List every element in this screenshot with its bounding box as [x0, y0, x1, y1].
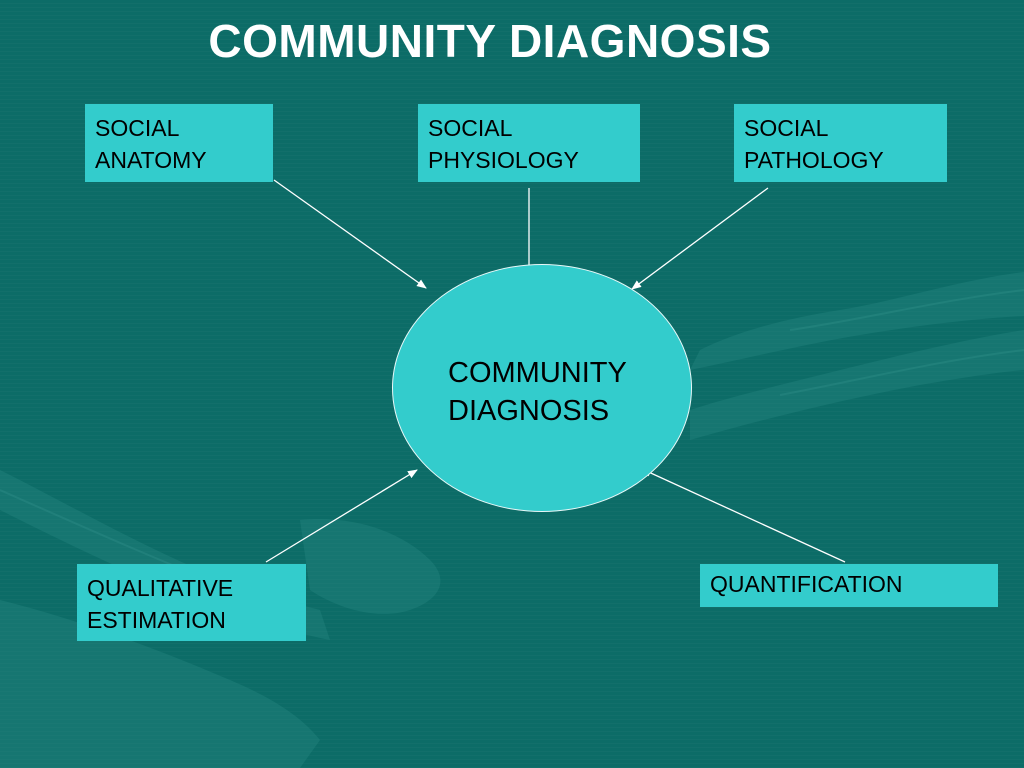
- qualitative-estimation-box: QUALITATIVE ESTIMATION: [77, 564, 306, 641]
- arrow-quantification-to-center: [641, 468, 846, 563]
- community-diagnosis-ellipse: [392, 264, 692, 512]
- community-diagnosis-label: COMMUNITY DIAGNOSIS: [448, 357, 627, 427]
- social-pathology-box: SOCIAL PATHOLOGY: [734, 104, 947, 182]
- arrow-anatomy-to-center: [273, 179, 427, 289]
- social-anatomy-box: SOCIAL ANATOMY: [85, 104, 273, 182]
- page-title: COMMUNITY DIAGNOSIS: [208, 15, 772, 67]
- arrow-pathology-to-center: [631, 187, 769, 290]
- social-physiology-box: SOCIAL PHYSIOLOGY: [418, 104, 640, 182]
- quantification-box: QUANTIFICATION: [700, 564, 998, 607]
- arrow-qualitative-to-center: [265, 469, 418, 563]
